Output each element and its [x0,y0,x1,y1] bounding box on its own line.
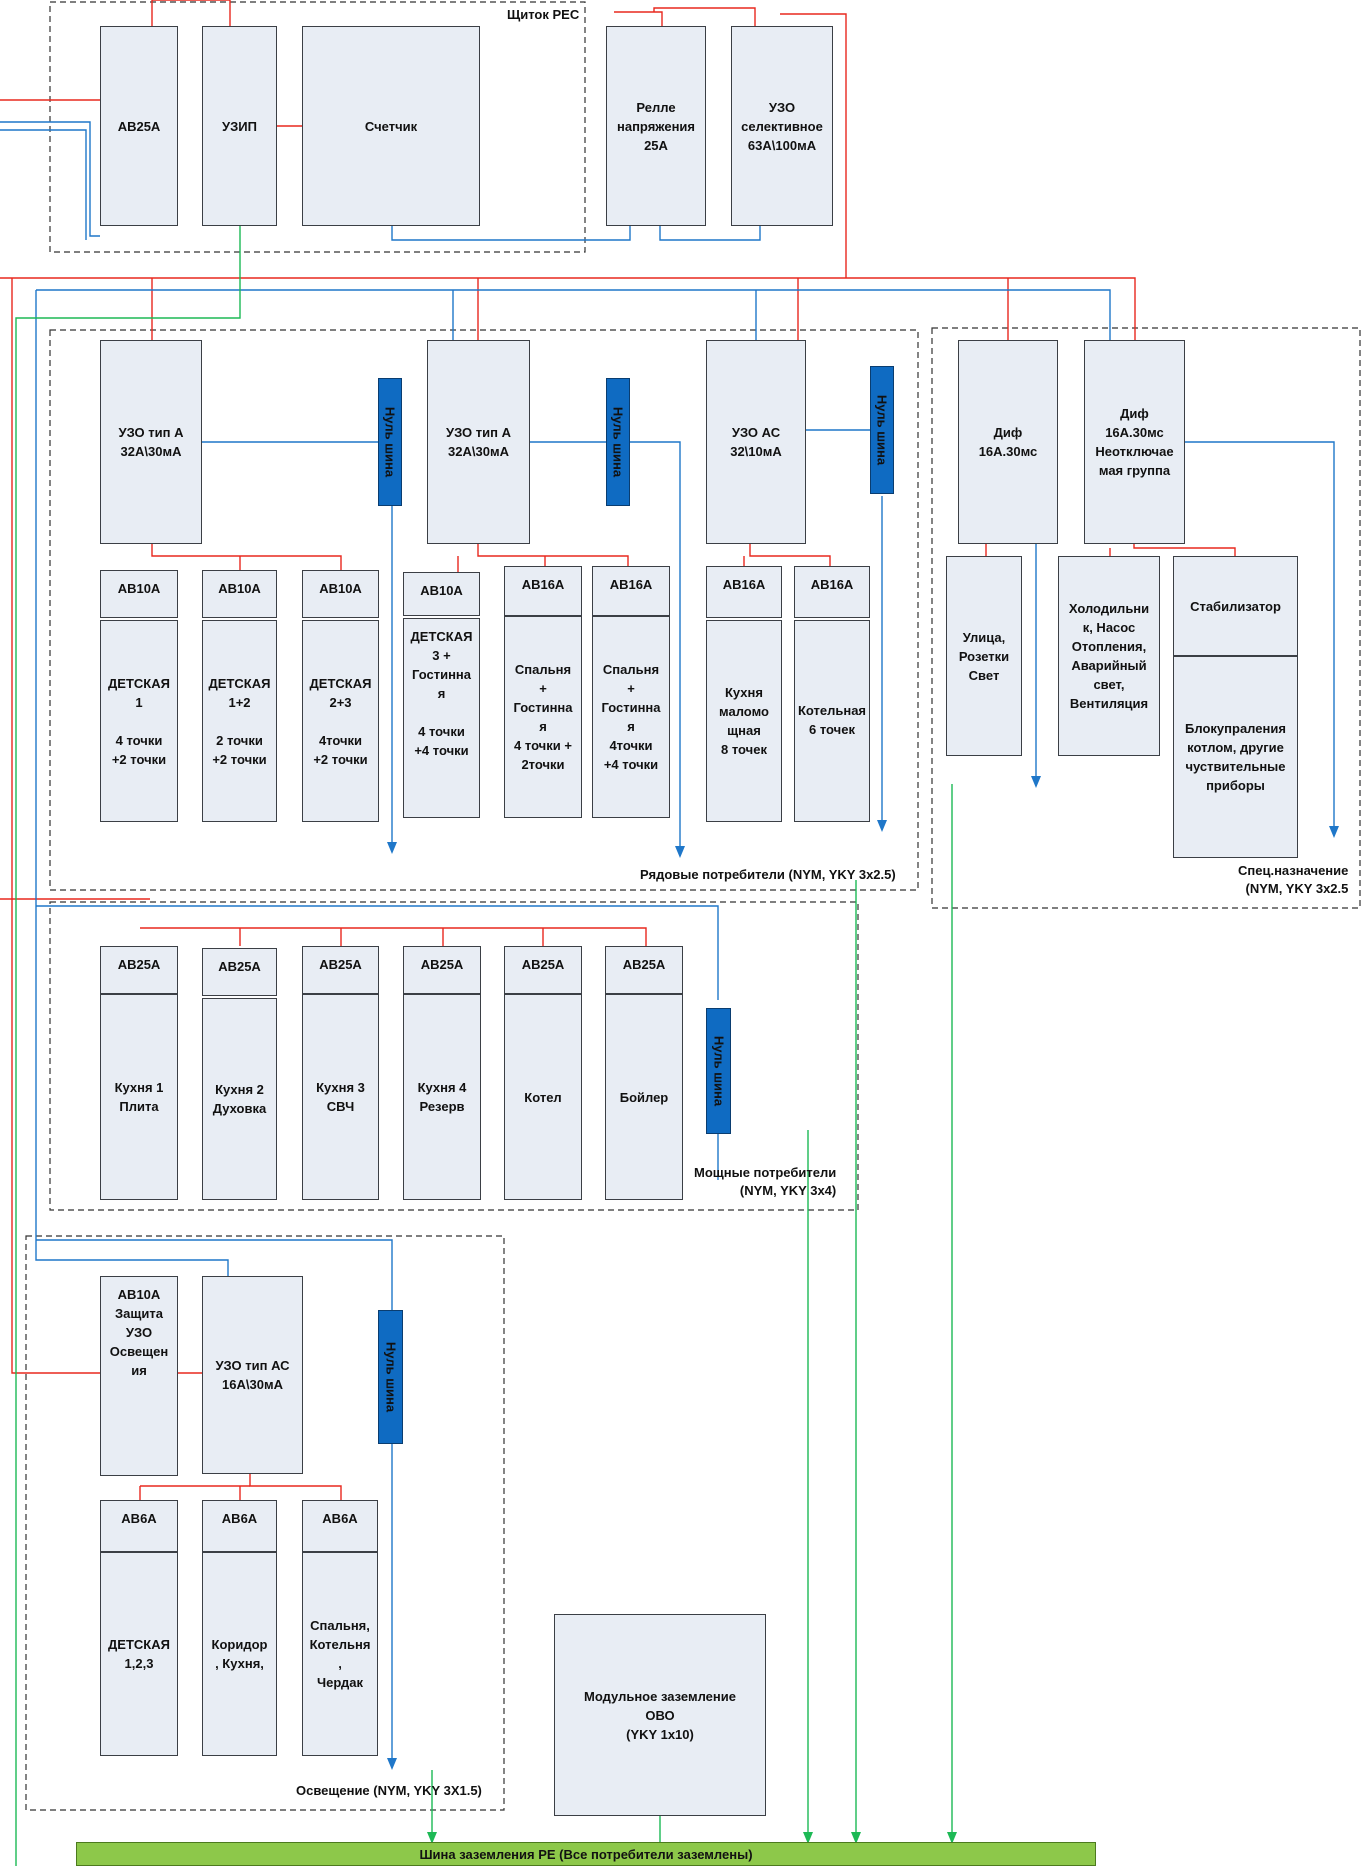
breaker-ab25-p6[interactable]: АВ25А [605,946,683,994]
load-fridge-pump: Холодильни к, Насос Отопления, Аварийный… [1058,556,1160,756]
breaker-ab10-lighting-protect[interactable]: АВ10А Защита УЗО Освещен ия [100,1276,178,1476]
load-kids-1-2: ДЕТСКАЯ 1+2 2 точки +2 точки [202,620,277,822]
breaker-ab16-2[interactable]: АВ16А [592,566,670,616]
breaker-ab6-1[interactable]: АВ6А [100,1500,178,1552]
stabilizer: Стабилизатор [1173,556,1298,656]
load-bedroom-living-2: Спальня + Гостинна я 4точки +4 точки [592,616,670,818]
pe-ground-bus: Шина заземления РЕ (Все потребители зазе… [76,1842,1096,1866]
breaker-ab6-2[interactable]: АВ6А [202,1500,277,1552]
surge-protector-uzip[interactable]: УЗИП [202,26,277,226]
electric-meter[interactable]: Счетчик [302,26,480,226]
modular-grounding: Модульное заземление ОВО (YKY 1х10) [554,1614,766,1816]
special-footer: Спец.назначение (NYM, YKY 3х2.5 [1238,863,1349,896]
load-street: Улица, Розетки Свет [946,556,1022,756]
voltage-relay[interactable]: Релле напряжения 25А [606,26,706,226]
load-kitchen-reserve: Кухня 4 Резерв [403,994,481,1200]
earth-arrows [427,1832,957,1844]
neutral-wires [0,121,1335,1760]
breaker-ab25-p1[interactable]: АВ25А [100,946,178,994]
breaker-ab10-2[interactable]: АВ10А [202,570,277,618]
dif-breaker-1[interactable]: Диф 16А.30мс [958,340,1058,544]
breaker-ab6-3[interactable]: АВ6А [302,1500,378,1552]
load-kids-1: ДЕТСКАЯ 1 4 точки +2 точки [100,620,178,822]
breaker-ab10-1[interactable]: АВ10А [100,570,178,618]
load-kitchen-microwave: Кухня 3 СВЧ [302,994,379,1200]
phase-wires [0,0,1236,1500]
breaker-ab10-4[interactable]: АВ10А [403,572,480,616]
lighting-footer: Освещение (NYM, YKY 3Х1.5) [296,1783,482,1798]
load-water-heater: Бойлер [605,994,683,1200]
neutral-bus-1: Нуль шина [378,378,402,506]
breaker-ab10-3[interactable]: АВ10А [302,570,379,618]
load-kids-3-living: ДЕТСКАЯ 3 + Гостинна я 4 точки +4 точки [403,618,480,818]
dif-breaker-2[interactable]: Диф 16А.30мс Неотключае мая группа [1084,340,1185,544]
neutral-bus-2: Нуль шина [606,378,630,506]
neutral-arrows [387,776,1339,1770]
group-enclosures [25,1,1361,1811]
load-kids-2-3: ДЕТСКАЯ 2+3 4точки +2 точки [302,620,379,822]
uzo-group-1[interactable]: УЗО тип А 32А\30мА [100,340,202,544]
breaker-ab25-p2[interactable]: АВ25А [202,948,277,996]
uzo-lighting[interactable]: УЗО тип АС 16А\30мА [202,1276,303,1474]
panel-pes-title: Щиток РЕС [507,7,580,22]
breaker-ab25-p4[interactable]: АВ25А [403,946,481,994]
load-boiler: Котел [504,994,582,1200]
panel-pes-frame [49,1,586,253]
breaker-ab25-p3[interactable]: АВ25А [302,946,379,994]
load-lighting-bedroom: Спальня, Котельня , Чердак [302,1552,378,1756]
breaker-ab25-main[interactable]: АВ25А [100,26,178,226]
breaker-ab16-4[interactable]: АВ16А [794,566,870,618]
load-kitchen-oven: Кухня 2 Духовка [202,998,277,1200]
load-boiler-control: Блокупраления котлом, другие чуствительн… [1173,656,1298,858]
breaker-ab16-1[interactable]: АВ16А [504,566,582,616]
breaker-ab16-3[interactable]: АВ16А [706,566,782,618]
load-kitchen-low-power: Кухня маломо щная 8 точек [706,620,782,822]
uzo-group-2[interactable]: УЗО тип А 32А\30мА [427,340,530,544]
neutral-bus-3: Нуль шина [870,366,894,494]
earth-wires [15,226,953,1866]
load-kitchen-stove: Кухня 1 Плита [100,994,178,1200]
load-boiler-room: Котельная 6 точек [794,620,870,822]
lighting-frame [25,1235,505,1811]
neutral-bus-lighting: Нуль шина [378,1310,403,1444]
common-frame [49,329,919,891]
power-frame [49,901,859,1211]
neutral-bus-power: Нуль шина [706,1008,731,1134]
uzo-group-3[interactable]: УЗО АС 32\10мА [706,340,806,544]
special-frame [931,327,1361,909]
load-lighting-kids: ДЕТСКАЯ 1,2,3 [100,1552,178,1756]
common-footer: Рядовые потребители (NYM, YKY 3х2.5) [640,867,896,882]
power-footer: Мощные потребители (NYM, YKY 3х4) [694,1165,837,1198]
breaker-ab25-p5[interactable]: АВ25А [504,946,582,994]
load-lighting-corridor: Коридор , Кухня, [202,1552,277,1756]
load-bedroom-living-1: Спальня + Гостинна я 4 точки + 2точки [504,616,582,818]
uzo-selective[interactable]: УЗО селективное 63А\100мА [731,26,833,226]
